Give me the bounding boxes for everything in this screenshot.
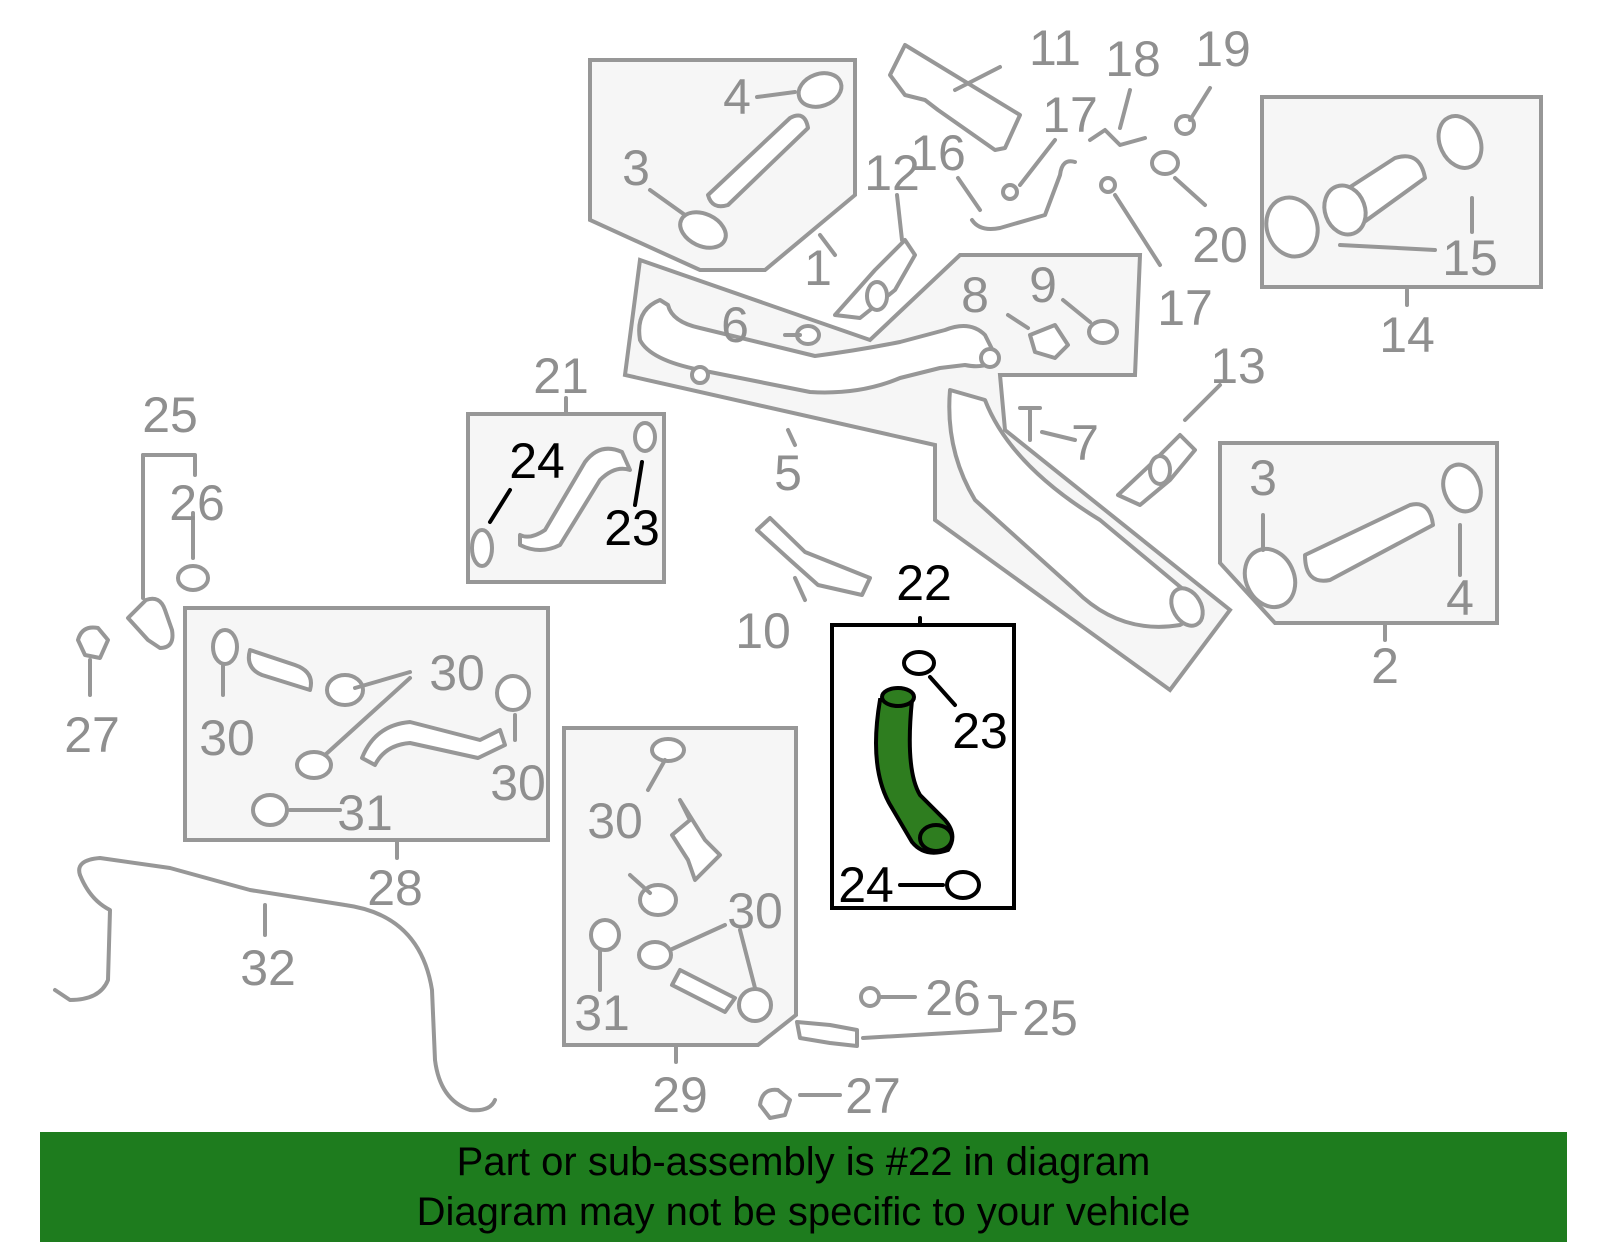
hose-part-2 xyxy=(1242,462,1483,610)
label-30d: 30 xyxy=(587,793,643,849)
part-12-bracket xyxy=(833,238,917,320)
label-23a: 23 xyxy=(604,500,660,556)
label-26a: 26 xyxy=(169,475,225,531)
banner-line-1: Part or sub-assembly is #22 in diagram xyxy=(456,1140,1151,1184)
label-3a: 3 xyxy=(622,140,650,196)
part-13-hole xyxy=(1148,454,1172,486)
label-29: 29 xyxy=(652,1067,708,1123)
label-4a: 4 xyxy=(723,69,751,125)
hose-part-14 xyxy=(1264,114,1484,259)
label-26b: 26 xyxy=(925,970,981,1026)
part-32-tube-end xyxy=(53,873,112,1002)
banner-line-2: Diagram may not be specific to your vehi… xyxy=(416,1190,1191,1234)
label-30a: 30 xyxy=(199,710,255,766)
part-8-sensor xyxy=(1028,323,1070,360)
label-9: 9 xyxy=(1029,257,1057,313)
part-17-bolt xyxy=(1001,183,1019,201)
label-5: 5 xyxy=(774,445,802,501)
label-21: 21 xyxy=(533,348,589,404)
label-17a: 17 xyxy=(1042,87,1098,143)
part-18-pipe xyxy=(1088,128,1147,147)
part-27b-clip xyxy=(758,1087,792,1120)
label-14: 14 xyxy=(1379,307,1435,363)
label-6: 6 xyxy=(721,297,749,353)
part-10-bracket xyxy=(755,516,872,597)
label-24b: 24 xyxy=(838,857,894,913)
hose-part-28 xyxy=(211,628,531,827)
label-27b: 27 xyxy=(845,1068,901,1124)
part-25b-fitting xyxy=(795,1020,859,1048)
charge-pipe-part-5 xyxy=(637,298,1205,629)
part-11-shield xyxy=(888,43,1022,152)
label-19: 19 xyxy=(1195,21,1251,77)
part-26-clamp xyxy=(176,564,210,592)
hose-part-29 xyxy=(589,737,773,1023)
group-box-28 xyxy=(183,606,550,842)
label-31b: 31 xyxy=(574,985,630,1041)
leader-lines-highlighted xyxy=(488,460,957,887)
label-20: 20 xyxy=(1192,217,1248,273)
label-3b: 3 xyxy=(1249,450,1277,506)
label-27a: 27 xyxy=(64,707,120,763)
label-15: 15 xyxy=(1442,230,1498,286)
label-1: 1 xyxy=(804,240,832,296)
part-12-hole xyxy=(865,280,889,312)
label-30b: 30 xyxy=(429,645,485,701)
label-11: 11 xyxy=(1029,20,1081,76)
label-16: 16 xyxy=(910,125,966,181)
label-7: 7 xyxy=(1071,415,1099,471)
hose-part-21 xyxy=(470,421,657,568)
label-2: 2 xyxy=(1371,638,1399,694)
part-20-clamp xyxy=(1150,150,1180,176)
part-9-plug xyxy=(1087,319,1119,345)
label-8: 8 xyxy=(961,267,989,323)
part-27-clip xyxy=(76,625,110,660)
part-32-tube xyxy=(77,856,497,1113)
label-31a: 31 xyxy=(337,785,393,841)
hose-part-1 xyxy=(678,71,844,250)
label-10: 10 xyxy=(735,603,791,659)
leader-lines xyxy=(88,65,1474,1097)
label-30e: 30 xyxy=(727,883,783,939)
part-26b-clamp xyxy=(859,986,881,1008)
group-box-1 xyxy=(588,58,857,272)
label-30c: 30 xyxy=(490,755,546,811)
label-28: 28 xyxy=(367,860,423,916)
part-16-pipe xyxy=(970,159,1077,231)
group-box-29 xyxy=(562,726,798,1047)
part-17b-bolt xyxy=(1099,176,1117,194)
label-24a: 24 xyxy=(509,433,565,489)
label-17b: 17 xyxy=(1157,280,1213,336)
part-23-ring xyxy=(902,650,936,676)
label-25a: 25 xyxy=(142,387,198,443)
info-banner: Part or sub-assembly is #22 in diagram D… xyxy=(40,1132,1567,1242)
label-22: 22 xyxy=(896,555,952,611)
label-4b: 4 xyxy=(1446,570,1474,626)
label-12: 12 xyxy=(864,145,920,201)
hose-part-22-highlighted xyxy=(874,650,981,900)
part-7-bolt xyxy=(1018,406,1042,442)
label-18: 18 xyxy=(1105,31,1161,87)
label-13: 13 xyxy=(1210,338,1266,394)
label-23b: 23 xyxy=(952,703,1008,759)
label-25b: 25 xyxy=(1022,990,1078,1046)
part-25-fitting xyxy=(126,596,175,650)
part-24-ring xyxy=(945,870,981,900)
label-32: 32 xyxy=(240,940,296,996)
